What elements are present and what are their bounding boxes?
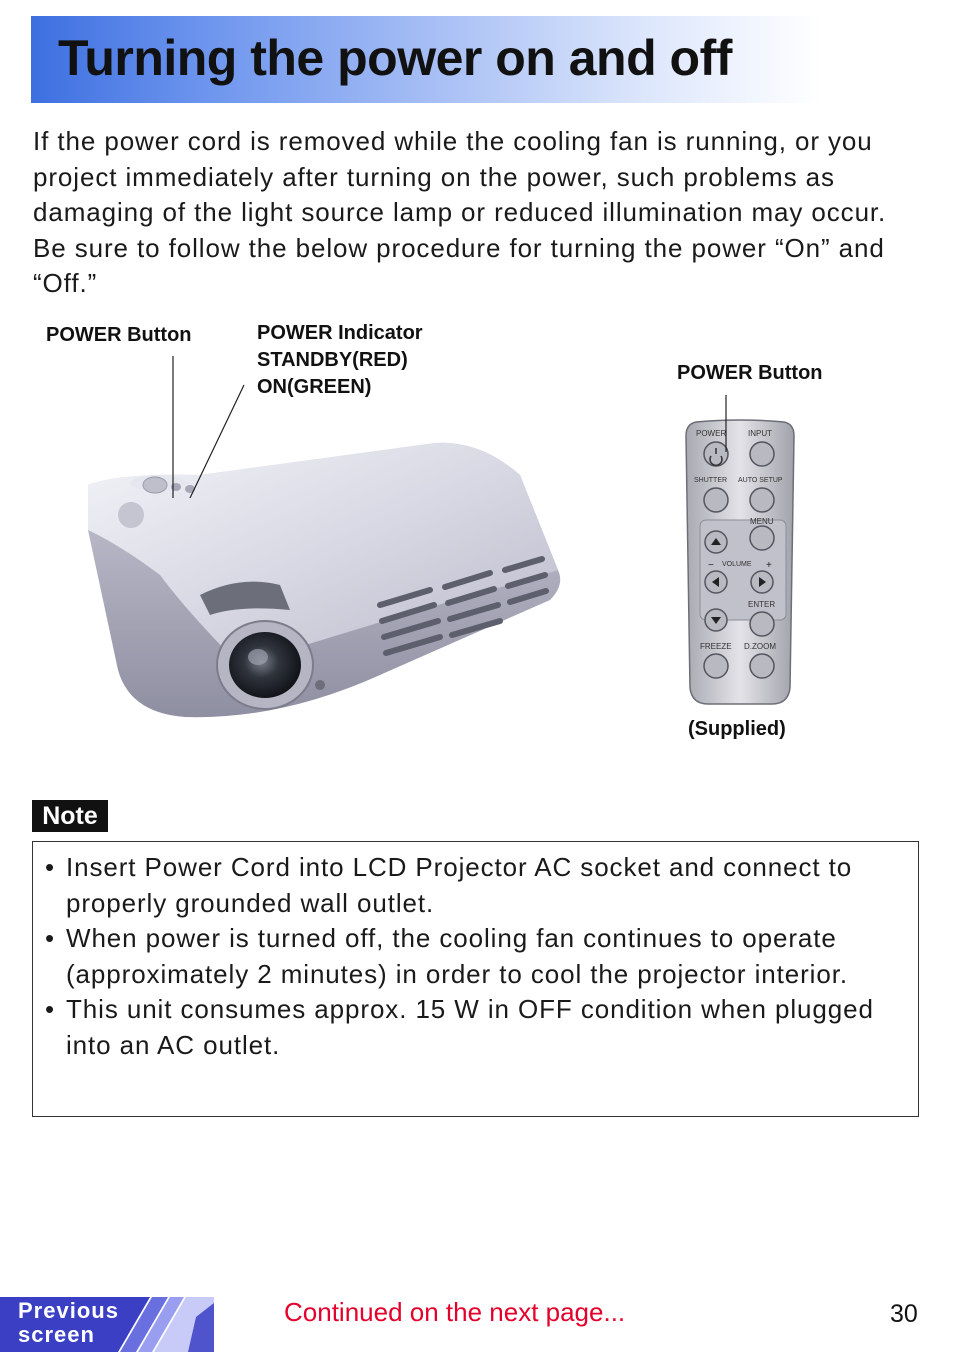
note-item: When power is turned off, the cooling fa… (45, 921, 905, 992)
remote-key-freeze-label: FREEZE (700, 642, 732, 651)
arrow-down-icon (711, 617, 721, 624)
power-indicator-standby: STANDBY(RED) (257, 349, 408, 371)
remote-power-button-label: POWER Button (677, 362, 823, 384)
remote-key-power-label: POWER (696, 429, 726, 438)
remote-key-shutter-label: SHUTTER (694, 477, 727, 484)
remote-dzoom-button (749, 653, 775, 679)
plus-icon: + (766, 560, 772, 571)
remote-menu-button (749, 525, 775, 551)
note-item: This unit consumes approx. 15 W in OFF c… (45, 992, 905, 1063)
previous-screen-button-shape (0, 1297, 214, 1352)
remote-key-menu-label: MENU (750, 517, 774, 526)
power-indicator-on: ON(GREEN) (257, 376, 372, 398)
previous-label-line2: screen (18, 1322, 95, 1347)
note-tag: Note (32, 800, 108, 832)
remote-key-input-label: INPUT (748, 429, 772, 438)
remote-enter-button (749, 611, 775, 637)
page-number: 30 (890, 1300, 918, 1328)
supplied-label: (Supplied) (688, 718, 786, 740)
projector-illustration (88, 442, 561, 718)
remote-key-volume-label: VOLUME (722, 561, 752, 568)
power-symbol-icon (709, 448, 723, 466)
remote-input-button (749, 441, 775, 467)
previous-screen-button[interactable]: Previous screen (0, 1297, 214, 1352)
arrow-up-icon (711, 538, 721, 545)
arrow-left-icon (712, 577, 719, 587)
previous-label-line1: Previous (18, 1298, 119, 1323)
remote-key-enter-label: ENTER (748, 600, 775, 609)
note-item: Insert Power Cord into LCD Projector AC … (45, 850, 905, 921)
projector-power-button-label: POWER Button (46, 324, 192, 346)
power-indicator-label: POWER Indicator STANDBY(RED) ON(GREEN) (257, 320, 423, 401)
note-box: Insert Power Cord into LCD Projector AC … (32, 841, 919, 1117)
intro-paragraph: If the power cord is removed while the c… (33, 126, 887, 298)
continued-note: Continued on the next page... (284, 1297, 626, 1327)
remote-control-illustration: POWER INPUT SHUTTER AUTO SETUP MENU VOLU… (685, 419, 795, 705)
power-indicator-title: POWER Indicator (257, 322, 423, 344)
minus-icon: − (708, 560, 714, 571)
title-banner: Turning the power on and off (31, 16, 821, 103)
remote-freeze-button (703, 653, 729, 679)
remote-key-auto-setup-label: AUTO SETUP (738, 477, 783, 484)
previous-screen-label: Previous screen (18, 1299, 119, 1347)
page-title: Turning the power on and off (58, 30, 732, 86)
note-list: Insert Power Cord into LCD Projector AC … (45, 850, 905, 1063)
remote-auto-setup-button (749, 487, 775, 513)
remote-key-dzoom-label: D.ZOOM (744, 642, 776, 651)
arrow-right-icon (759, 577, 766, 587)
remote-shutter-button (703, 487, 729, 513)
